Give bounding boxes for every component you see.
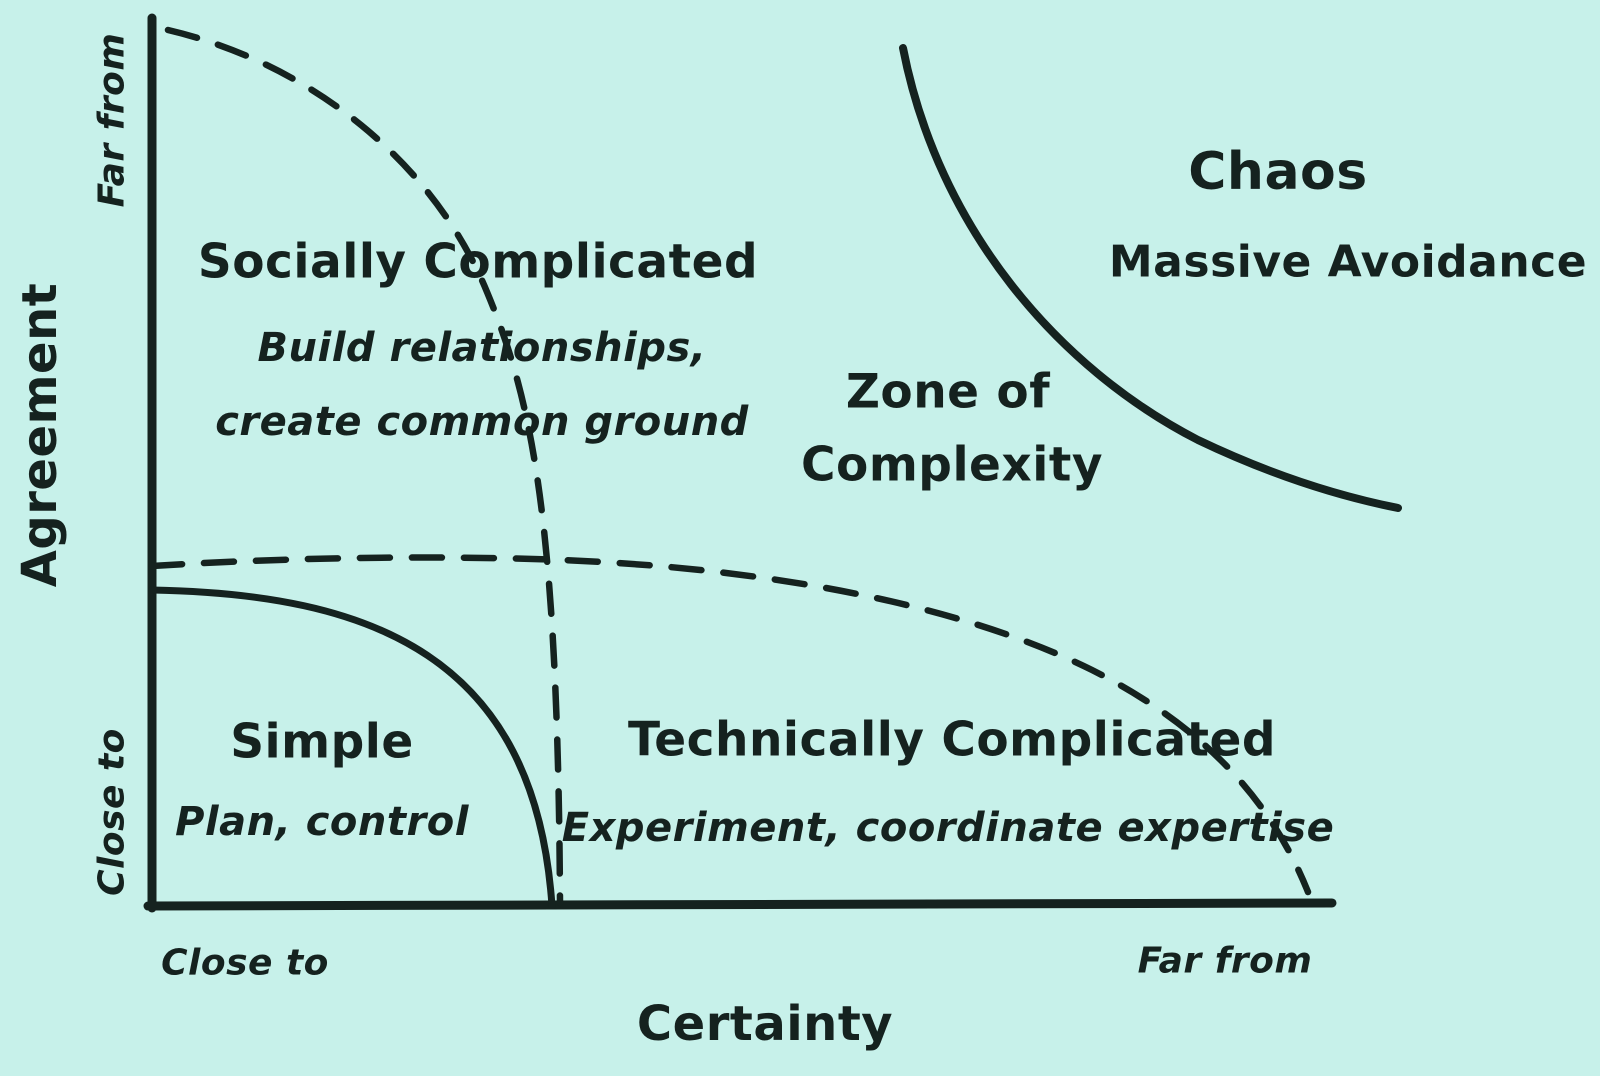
zone-socially-complicated-subtitle-2: create common ground: [215, 399, 749, 445]
zone-of-complexity-title-1: Zone of: [845, 364, 1051, 420]
y-axis-bottom-end-label: Close to: [91, 728, 133, 896]
zone-of-complexity-title-2: Complexity: [801, 437, 1103, 493]
zone-simple-subtitle: Plan, control: [175, 799, 469, 845]
zone-technically-complicated-subtitle: Experiment, coordinate expertise: [561, 805, 1335, 851]
zone-chaos-subtitle: Massive Avoidance: [1108, 236, 1588, 288]
technically-complicated-boundary-dashed: [148, 554, 1312, 896]
zone-chaos-title: Chaos: [1188, 142, 1368, 202]
x-axis-left-end-label: Close to: [161, 942, 329, 984]
x-axis-line: [143, 898, 1337, 911]
y-axis-label: Agreement: [12, 282, 68, 588]
zone-socially-complicated-title: Socially Complicated: [197, 234, 759, 290]
zone-technically-complicated-title: Technically Complicated: [627, 712, 1277, 768]
zone-socially-complicated-subtitle-1: Build relationships,: [257, 325, 707, 371]
y-axis-top-end-label: Far from: [91, 32, 133, 208]
socially-complicated-boundary-dashed: [164, 26, 564, 907]
chaos-boundary-curve: [899, 44, 1402, 512]
zone-simple-title: Simple: [230, 714, 414, 770]
x-axis-label: Certainty: [636, 996, 894, 1052]
x-axis-right-end-label: Far from: [1137, 940, 1313, 982]
simple-zone-boundary-arc: [148, 586, 556, 910]
